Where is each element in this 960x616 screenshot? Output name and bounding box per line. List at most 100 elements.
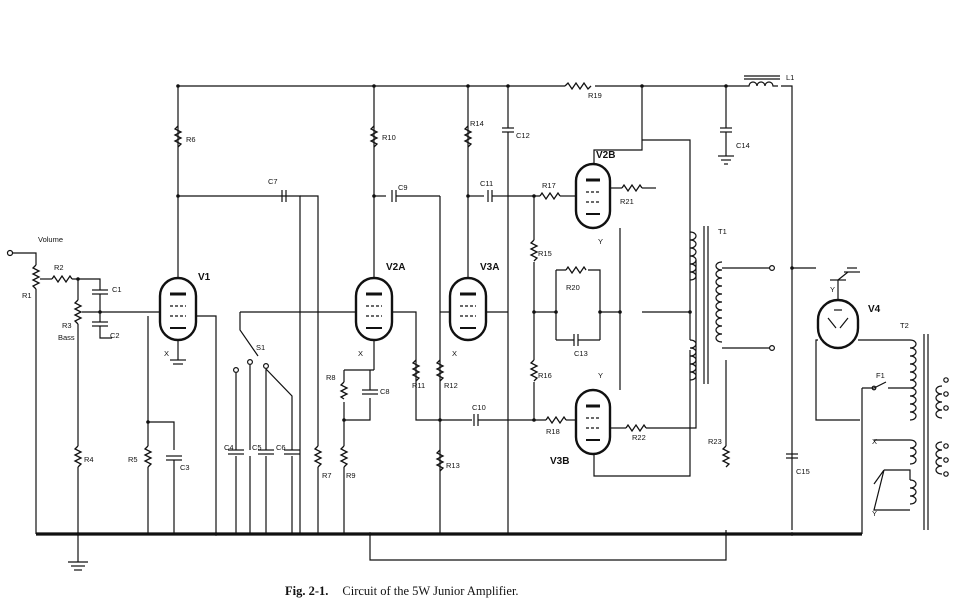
label-r19: R19 [588, 91, 602, 100]
label-r17: R17 [542, 181, 556, 190]
v1-cathode-network [143, 316, 182, 534]
tube-v2a [344, 86, 440, 421]
resistor-r14 [463, 125, 473, 148]
label-r8: R8 [326, 373, 336, 382]
label-c6: C6 [276, 443, 286, 452]
label-t2-y: Y [872, 509, 877, 518]
resistor-r7 [313, 445, 323, 468]
resistor-r23 [721, 445, 731, 468]
label-volume: Volume [38, 235, 63, 244]
label-c8: C8 [380, 387, 390, 396]
capacitor-c12 [502, 86, 514, 534]
label-r23: R23 [708, 437, 722, 446]
mains-tap-1[interactable] [943, 377, 949, 383]
ground-bus [36, 530, 862, 571]
transformer-t1 [642, 139, 775, 384]
label-f1: F1 [876, 371, 885, 380]
label-v2a-x: X [358, 349, 363, 358]
label-v2b-y: Y [598, 237, 603, 246]
label-r10: R10 [382, 133, 396, 142]
label-t1: T1 [718, 227, 727, 236]
mains-tap-5[interactable] [943, 457, 949, 463]
capacitor-c7 [281, 190, 287, 202]
figure-caption: Fig. 2-1. Circuit of the 5W Junior Amplif… [285, 584, 519, 599]
label-r4: R4 [84, 455, 94, 464]
label-c12: C12 [516, 131, 530, 140]
capacitor-c14 [718, 86, 734, 165]
label-c15: C15 [796, 467, 810, 476]
label-r13: R13 [446, 461, 460, 470]
label-c10: C10 [472, 403, 486, 412]
resistor-r18 [545, 415, 567, 425]
label-v3a-x: X [452, 349, 457, 358]
label-r6: R6 [186, 135, 196, 144]
label-r7: R7 [322, 471, 332, 480]
v2a-cathode-network [339, 370, 378, 534]
speaker-terminal-2[interactable] [768, 345, 775, 352]
capacitor-c10 [440, 414, 546, 426]
label-c1: C1 [112, 285, 122, 294]
label-r16: R16 [538, 371, 552, 380]
label-v4-y: Y [830, 285, 835, 294]
switch-s1[interactable] [228, 311, 356, 534]
label-r12: R12 [444, 381, 458, 390]
speaker-terminal-1[interactable] [768, 265, 775, 272]
phase-splitter-network [529, 196, 620, 420]
label-t2-x: X [872, 437, 877, 446]
label-r2: R2 [54, 263, 64, 272]
label-c13: C13 [574, 349, 588, 358]
input-section [6, 249, 160, 534]
label-r1: R1 [22, 291, 32, 300]
label-v3b: V3B [550, 456, 569, 467]
mains-tap-3[interactable] [943, 405, 949, 411]
label-c5: C5 [252, 443, 262, 452]
figure-number: Fig. 2-1. [285, 584, 329, 598]
label-r21: R21 [620, 197, 634, 206]
mains-tap-4[interactable] [943, 443, 949, 449]
label-c9: C9 [398, 183, 408, 192]
resistor-r17 [539, 191, 561, 201]
label-bass: Bass [58, 333, 75, 342]
label-l1: L1 [786, 73, 794, 82]
label-v3b-y: Y [598, 371, 603, 380]
label-r9: R9 [346, 471, 356, 480]
resistor-r13 [435, 449, 445, 472]
mains-tap-2[interactable] [943, 391, 949, 397]
label-v2b: V2B [596, 150, 615, 161]
resistor-r6 [173, 125, 183, 148]
mains-tap-6[interactable] [943, 471, 949, 477]
label-r14: R14 [470, 119, 484, 128]
label-c7: C7 [268, 177, 278, 186]
label-v1-x: X [164, 349, 169, 358]
label-r22: R22 [632, 433, 646, 442]
tube-v4-rectifier [792, 267, 910, 421]
label-c14: C14 [736, 141, 750, 150]
input-terminal[interactable] [6, 249, 14, 257]
capacitor-c15 [786, 453, 798, 459]
transformer-t2 [861, 334, 949, 534]
label-r3: R3 [62, 321, 72, 330]
tube-v3b [574, 260, 697, 477]
resistor-r10 [369, 125, 379, 148]
hv-supply-rail [178, 75, 793, 530]
component-labels: Volume R1 R2 C1 R3 Bass C2 R4 R5 C3 R6 C… [22, 73, 909, 518]
label-c11: C11 [480, 179, 493, 188]
resistor-r11 [411, 359, 421, 382]
label-c4: C4 [224, 443, 234, 452]
tube-v2b [574, 86, 656, 312]
label-c2: C2 [110, 331, 120, 340]
label-r11: R11 [412, 381, 425, 390]
label-r5: R5 [128, 455, 138, 464]
label-v2a: V2A [386, 262, 405, 273]
junction-dots [76, 84, 794, 536]
label-v1: V1 [198, 272, 211, 283]
figure-title: Circuit of the 5W Junior Amplifier. [342, 584, 519, 598]
label-c3: C3 [180, 463, 190, 472]
label-t2: T2 [900, 321, 909, 330]
label-s1: S1 [256, 343, 265, 352]
resistor-r12 [435, 359, 445, 382]
label-r15: R15 [538, 249, 552, 258]
label-r20: R20 [566, 283, 580, 292]
label-v3a: V3A [480, 262, 499, 273]
